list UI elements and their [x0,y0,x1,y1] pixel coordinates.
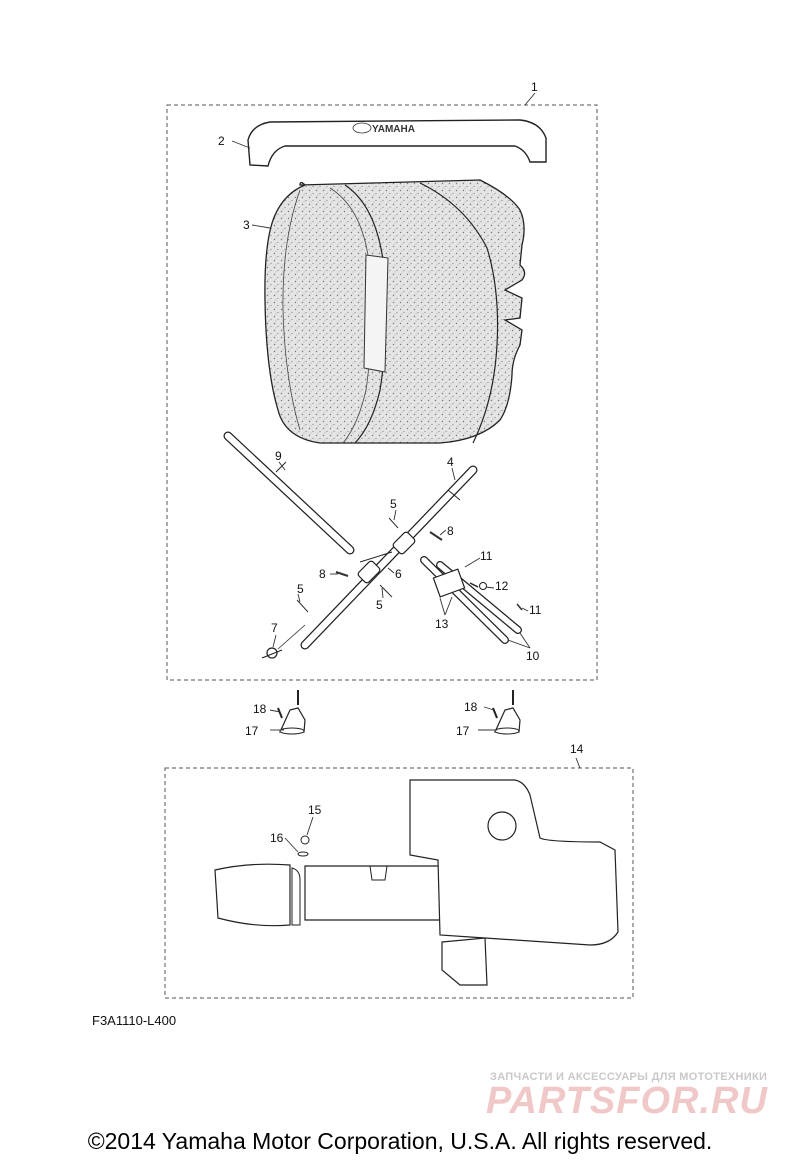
callout-5c: 5 [297,582,304,596]
mount-bracket-right [492,690,521,735]
callout-5b: 5 [376,598,383,612]
callout-12: 12 [495,579,509,593]
seat-cover [264,179,526,444]
callout-14: 14 [570,742,584,756]
callout-2: 2 [218,134,225,148]
watermark-subtitle: ЗАПЧАСТИ И АКСЕССУАРЫ ДЛЯ МОТОТЕХНИКИ [490,1071,768,1083]
callout-16: 16 [270,831,284,845]
mount-bracket-left [277,690,306,735]
assembly-box-14 [164,767,634,999]
small-hardware [261,517,523,659]
assembly-box-1 [166,104,598,681]
watermark-brand: PARTSFOR.RU [486,1080,768,1122]
part-code: F3A1110-L400 [92,1013,177,1028]
callout-7: 7 [271,621,278,635]
callout-17a: 17 [245,724,259,738]
callout-18b: 18 [464,700,478,714]
handle-logo: YAMAHA [372,124,415,135]
callout-11a: 11 [480,549,493,563]
pole-4 [300,465,478,650]
callout-15: 15 [308,803,322,817]
side-bars-10 [420,556,522,644]
callouts: 1 2 3 4 5 5 5 6 7 8 8 9 10 11 11 12 13 1… [218,80,584,845]
callout-5a: 5 [390,497,397,511]
leader-lines [231,92,581,853]
cross-clamps-6 [357,531,416,584]
callout-3: 3 [243,218,250,232]
pole-9 [223,431,355,555]
callout-1: 1 [531,80,538,94]
callout-8b: 8 [319,567,326,581]
callout-11b: 11 [529,603,542,617]
handle-bar: YAMAHA [247,119,547,167]
callout-8a: 8 [447,524,454,538]
copyright-notice: ©2014 Yamaha Motor Corporation, U.S.A. A… [87,1128,713,1154]
callout-10: 10 [526,649,540,663]
callout-6: 6 [395,567,402,581]
callout-18a: 18 [253,702,267,716]
mat-set [214,779,619,986]
callout-4: 4 [447,455,454,469]
callout-13: 13 [435,617,449,631]
callout-9: 9 [275,449,282,463]
callout-17b: 17 [456,724,470,738]
